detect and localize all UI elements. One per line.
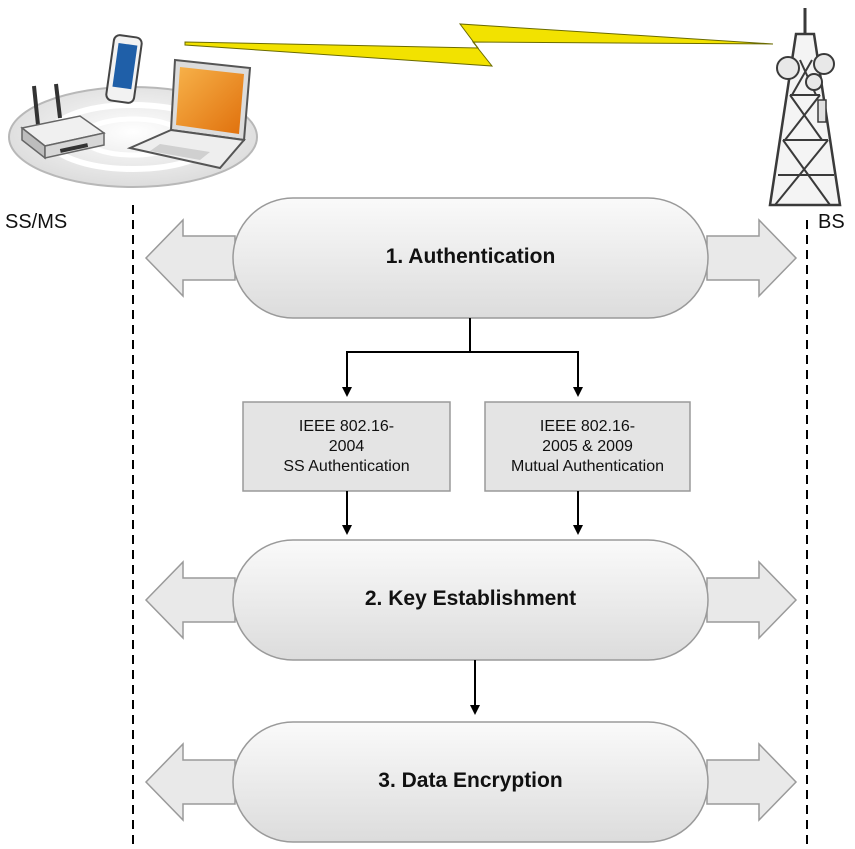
box-mutual-authentication bbox=[484, 401, 691, 492]
stage-pill bbox=[232, 721, 709, 843]
box-line: IEEE 802.16- bbox=[298, 417, 395, 435]
stage-pill bbox=[232, 539, 709, 661]
right-double-arrow bbox=[706, 218, 798, 298]
box-line: 2004 bbox=[328, 437, 365, 455]
stage-3-label: 3. Data Encryption bbox=[378, 769, 563, 792]
box-ss-authentication bbox=[242, 401, 451, 492]
right-double-arrow bbox=[706, 742, 798, 822]
stage-2-label: 2. Key Establishment bbox=[364, 587, 577, 610]
right-double-arrow bbox=[706, 560, 798, 640]
box-ss-authentication-text: IEEE 802.16- 2004 SS Authentication bbox=[243, 402, 450, 491]
laptop-icon bbox=[126, 58, 252, 170]
branch-connector bbox=[342, 318, 471, 397]
bs-label: BS bbox=[818, 211, 845, 233]
branch-connector bbox=[470, 351, 583, 397]
box-line: 2005 & 2009 bbox=[542, 437, 633, 455]
ss-ms-label: SS/MS bbox=[5, 211, 68, 233]
stage-1-label: 1. Authentication bbox=[385, 245, 556, 268]
left-double-arrow bbox=[144, 560, 236, 640]
stage-authentication bbox=[144, 197, 798, 319]
box-mutual-authentication-text: IEEE 802.16- 2005 & 2009 Mutual Authenti… bbox=[485, 402, 690, 491]
cell-tower-icon bbox=[768, 8, 842, 207]
stage-data-encryption bbox=[144, 721, 798, 843]
stage-key-establishment bbox=[144, 539, 798, 661]
box-line: IEEE 802.16- bbox=[539, 417, 636, 435]
smartphone-icon bbox=[105, 34, 143, 104]
box-line: Mutual Authentication bbox=[511, 457, 664, 475]
left-double-arrow bbox=[144, 742, 236, 822]
lightning-link-icon bbox=[184, 23, 774, 67]
box-line: SS Authentication bbox=[283, 457, 410, 475]
left-double-arrow bbox=[144, 218, 236, 298]
